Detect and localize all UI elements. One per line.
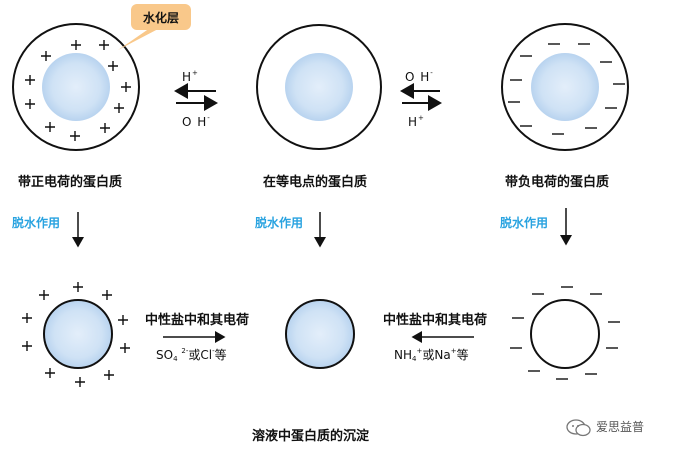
callout-pointer xyxy=(118,28,160,50)
protein-core xyxy=(42,53,110,121)
negative-charges xyxy=(508,43,625,135)
dehydration-arrows xyxy=(72,208,572,248)
dehydration-label-left: 脱水作用 xyxy=(12,216,61,230)
negative-charges xyxy=(510,286,620,380)
salt-so4-cl: SO4 2-或Cl-等 xyxy=(156,347,227,363)
hydration-layer-callout: 水化层 xyxy=(131,4,191,30)
protein-core xyxy=(285,53,353,121)
protein-core xyxy=(531,53,599,121)
positive-charges xyxy=(25,40,131,141)
protein-positive-hydrated xyxy=(12,23,160,151)
dehydration-label-middle: 脱水作用 xyxy=(255,216,304,230)
protein-isoelectric-hydrated xyxy=(256,24,382,150)
protein-precipitated xyxy=(285,299,355,369)
protein-negative-dehydrated xyxy=(510,286,620,380)
ion-h-bottom-right: H+ xyxy=(408,114,424,129)
ion-oh-top-right: O H- xyxy=(405,69,433,84)
positive-charges xyxy=(22,282,130,387)
ion-oh-bottom-left: O H- xyxy=(182,114,210,129)
protein-core xyxy=(43,299,113,369)
ion-h-top-left: H+ xyxy=(182,69,198,84)
equilibrium-arrows-right xyxy=(400,83,442,111)
watermark-text: 爱思益普 xyxy=(596,420,645,434)
equilibrium-arrows-left xyxy=(174,83,218,111)
protein-positive-dehydrated xyxy=(22,282,130,387)
protein-core xyxy=(285,299,355,369)
protein-negative-hydrated xyxy=(501,23,629,151)
caption-positive-protein: 带正电荷的蛋白质 xyxy=(18,175,123,190)
dehydration-label-right: 脱水作用 xyxy=(500,216,549,230)
callout-label: 水化层 xyxy=(142,10,179,25)
neutralize-label-right: 中性盐中和其电荷 xyxy=(383,313,488,328)
wechat-chat-icon xyxy=(566,419,591,437)
caption-negative-protein: 带负电荷的蛋白质 xyxy=(505,175,610,190)
neutralize-label-left: 中性盐中和其电荷 xyxy=(145,313,250,328)
protein-core xyxy=(530,299,600,369)
diagram-title: 溶液中蛋白质的沉淀 xyxy=(252,429,370,444)
caption-isoelectric-protein: 在等电点的蛋白质 xyxy=(263,175,368,190)
salt-nh4-na: NH4+或Na+等 xyxy=(394,347,469,363)
